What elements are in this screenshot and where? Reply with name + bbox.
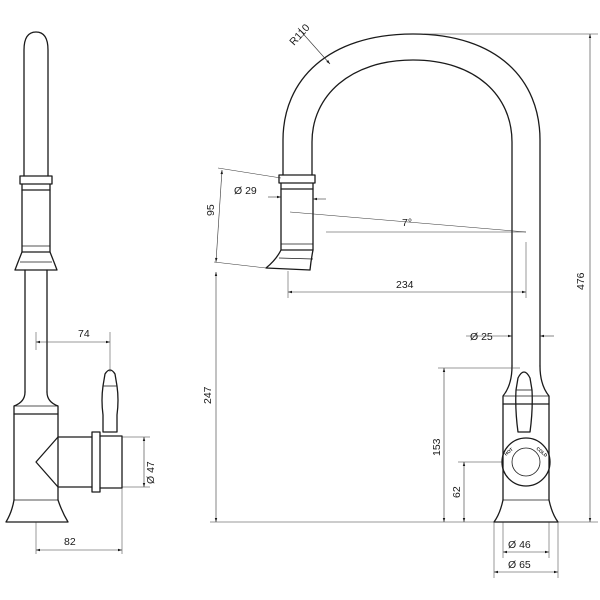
dim-side-depth: 82 (64, 536, 76, 548)
dim-side-offset: 74 (78, 328, 90, 340)
dim-radius-arc: R110 (287, 22, 312, 48)
dim-spray-height: 95 (205, 204, 217, 216)
side-outlet (35, 436, 93, 488)
front-view: HOT COLD (265, 33, 559, 523)
front-body-shoulder (502, 365, 550, 405)
front-spray-outlet (265, 249, 314, 271)
dial-label-hot: HOT (503, 447, 514, 457)
dim-body-diameter: Ø 25 (470, 331, 493, 343)
side-body-shoulder (13, 391, 59, 415)
front-base (493, 499, 559, 523)
side-main-body (13, 413, 59, 501)
dim-reach: 234 (396, 279, 414, 291)
front-spray-head (280, 188, 314, 251)
side-handle (101, 369, 119, 433)
dim-base-diameter-inner: Ø 46 (508, 539, 531, 551)
dim-handle-height: 153 (431, 438, 443, 456)
side-view-dimensions: 74 Ø 47 82 (35, 328, 157, 554)
mixer-dial (501, 437, 551, 487)
front-main-body (502, 403, 550, 501)
gooseneck-inner (311, 59, 513, 367)
side-view (5, 31, 123, 523)
dial-label-cold: COLD (535, 446, 549, 459)
side-body-tube (24, 269, 48, 393)
side-base (5, 499, 69, 523)
front-handle (515, 371, 533, 433)
side-spout-tube (23, 31, 49, 177)
mixer-dial-inner (511, 447, 541, 477)
dim-total-height: 476 (575, 272, 587, 290)
side-spray-outlet (14, 251, 58, 271)
dim-spout-diameter: Ø 29 (234, 185, 257, 197)
dim-base-height: 62 (451, 486, 463, 498)
front-collar (278, 174, 316, 190)
dim-spout-outlet-height: 247 (202, 386, 214, 404)
side-spray-head (21, 189, 51, 253)
dim-base-diameter-outer: Ø 65 (508, 559, 531, 571)
front-view-dimensions: R110 95 Ø 29 7° 234 Ø 25 476 247 (202, 22, 598, 578)
gooseneck-outer (282, 33, 541, 367)
dim-side-outlet-diameter: Ø 47 (145, 461, 157, 484)
side-collar (19, 175, 53, 191)
dim-spout-angle: 7° (402, 217, 412, 229)
